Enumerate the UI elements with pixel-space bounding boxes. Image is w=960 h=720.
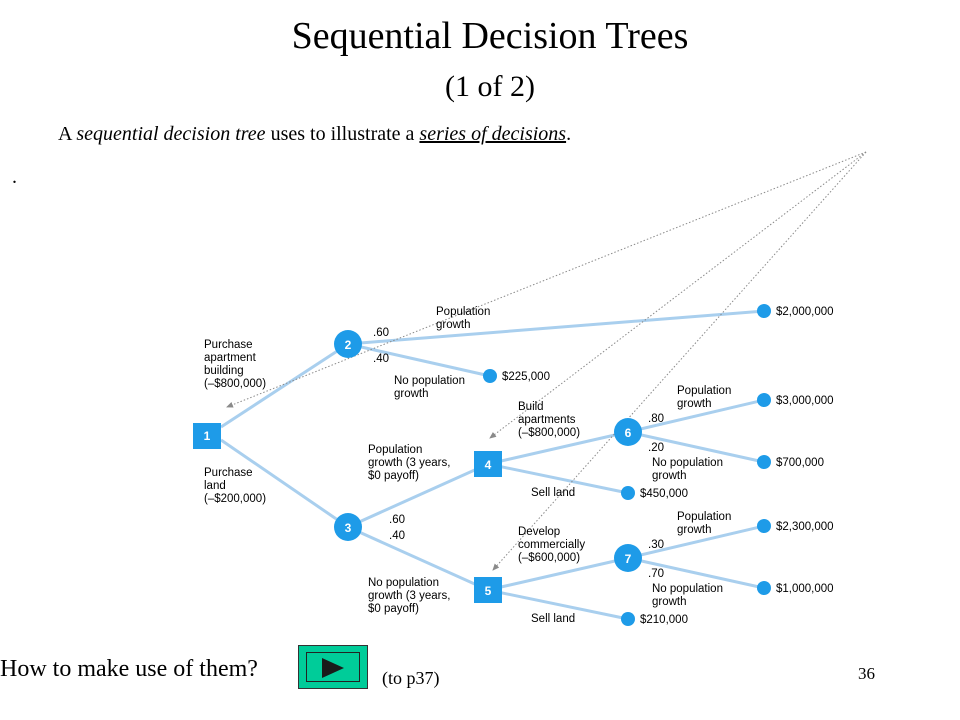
prob-3-up: .60 xyxy=(389,514,405,526)
chance-node-2: 2 xyxy=(334,330,362,358)
branch-5-7 xyxy=(487,556,629,592)
prob-6-down: .20 xyxy=(648,442,664,454)
branch-3-4 xyxy=(347,462,489,529)
payoff-2-growth: $2,000,000 xyxy=(776,306,834,318)
branch-1-2 xyxy=(220,342,349,429)
terminal-dot-6-no-growth xyxy=(757,455,771,469)
slide-title: Sequential Decision Trees xyxy=(291,15,689,57)
payoff-5-sell: $210,000 xyxy=(640,614,688,626)
label-sell-land-4: Sell land xyxy=(531,487,575,499)
branch-6-growth xyxy=(627,398,765,434)
slide-subtitle: (1 of 2) xyxy=(445,70,535,103)
payoff-2-no-growth: $225,000 xyxy=(502,371,550,383)
next-page-link-text: (to p37) xyxy=(382,668,440,688)
terminal-dot-5-sell xyxy=(621,612,635,626)
label-purchase-land: Purchase land (–$200,000) xyxy=(204,467,266,505)
prob-7-down: .70 xyxy=(648,568,664,580)
usage-question: How to make use of them? xyxy=(0,656,258,682)
branch-7-growth xyxy=(627,524,765,560)
page-number: 36 xyxy=(858,664,875,683)
terminal-dots xyxy=(483,304,771,626)
node-7-label: 7 xyxy=(625,552,632,566)
chance-node-7: 7 xyxy=(614,544,642,572)
terminal-dot-2-growth xyxy=(757,304,771,318)
label-build-apartments: Build apartments (–$800,000) xyxy=(518,401,580,439)
node-6-label: 6 xyxy=(625,426,632,440)
intro-middle: uses to illustrate a xyxy=(265,123,420,145)
label-no-pop-growth-3: No population growth (3 years, $0 payoff… xyxy=(368,577,454,615)
label-pop-growth-2: Population growth xyxy=(436,306,494,331)
payoff-6-no-growth: $700,000 xyxy=(776,457,824,469)
prob-2-up: .60 xyxy=(373,327,389,339)
intro-term: sequential decision tree xyxy=(76,123,266,145)
label-develop-commercially: Develop commercially (–$600,000) xyxy=(518,526,588,564)
branch-2-no-growth xyxy=(347,342,491,378)
intro-suffix: . xyxy=(566,123,572,145)
branch-5-sell xyxy=(487,588,629,621)
branch-7-no-growth xyxy=(627,556,765,590)
prob-3-down: .40 xyxy=(389,530,405,542)
payoff-6-growth: $3,000,000 xyxy=(776,395,834,407)
branch-6-no-growth xyxy=(627,430,765,464)
label-pop-growth-3: Population growth (3 years, $0 payoff) xyxy=(368,444,454,482)
node-5-label: 5 xyxy=(485,584,492,598)
intro-prefix: A xyxy=(58,123,77,145)
branch-3-5 xyxy=(347,525,489,592)
label-no-pop-growth-7: No population growth xyxy=(652,583,726,608)
label-pop-growth-6: Population growth xyxy=(677,385,735,410)
branch-4-6 xyxy=(487,430,629,466)
prob-7-up: .30 xyxy=(648,539,664,551)
pointer-arrow-1 xyxy=(226,151,867,408)
label-purchase-building: Purchase apartment building (–$800,000) xyxy=(204,339,266,390)
prob-2-down: .40 xyxy=(373,353,389,365)
terminal-dot-7-growth xyxy=(757,519,771,533)
pointer-arrows xyxy=(226,151,867,571)
node-3-label: 3 xyxy=(345,521,352,535)
terminal-dot-7-no-growth xyxy=(757,581,771,595)
prob-6-up: .80 xyxy=(648,413,664,425)
intro-sentence: A sequential decision tree uses to illus… xyxy=(58,121,571,147)
next-page-button[interactable] xyxy=(298,645,368,689)
node-2-label: 2 xyxy=(345,338,352,352)
intro-emphasis: series of decisions xyxy=(419,123,567,145)
decision-node-5: 5 xyxy=(474,577,502,603)
payoff-4-sell: $450,000 xyxy=(640,488,688,500)
terminal-dot-2-no-growth xyxy=(483,369,497,383)
label-no-pop-growth-2: No population growth xyxy=(394,375,468,400)
node-1-label: 1 xyxy=(204,429,211,443)
branch-4-sell xyxy=(487,462,629,495)
play-arrow-icon xyxy=(322,658,344,678)
chance-node-6: 6 xyxy=(614,418,642,446)
chance-node-3: 3 xyxy=(334,513,362,541)
label-pop-growth-7: Population growth xyxy=(677,511,735,536)
pointer-arrow-3 xyxy=(492,151,867,571)
payoff-7-no-growth: $1,000,000 xyxy=(776,583,834,595)
branch-1-3 xyxy=(220,438,349,529)
decision-node-4: 4 xyxy=(474,451,502,477)
payoff-7-growth: $2,300,000 xyxy=(776,521,834,533)
terminal-dot-4-sell xyxy=(621,486,635,500)
label-no-pop-growth-6: No population growth xyxy=(652,457,726,482)
bullet-dot: . xyxy=(12,166,17,188)
terminal-dot-6-growth xyxy=(757,393,771,407)
decision-node-1: 1 xyxy=(193,423,221,449)
label-sell-land-5: Sell land xyxy=(531,613,575,625)
branch-2-growth xyxy=(347,309,765,346)
node-4-label: 4 xyxy=(485,458,492,472)
